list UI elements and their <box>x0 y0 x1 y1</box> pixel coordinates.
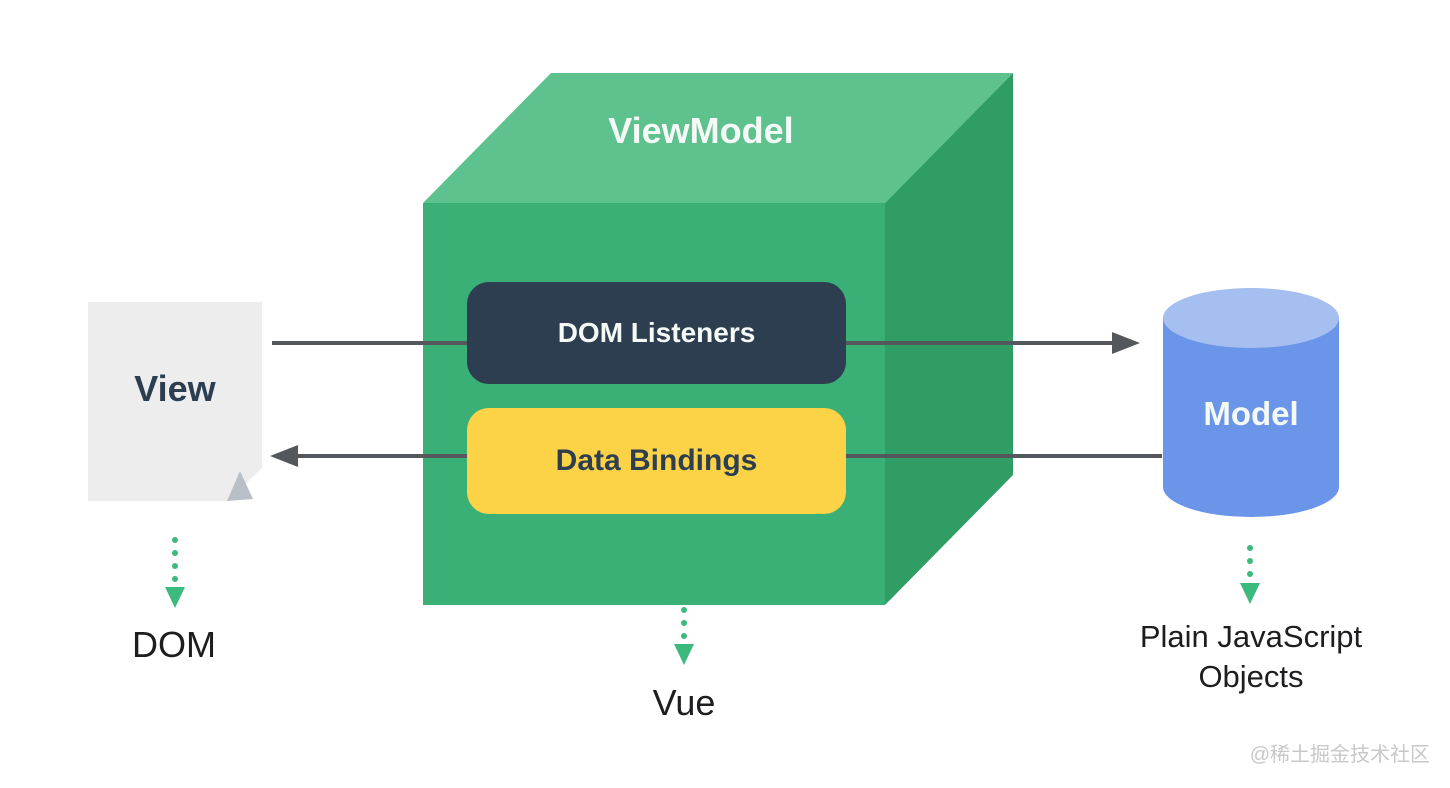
dom-target-label: DOM <box>132 624 216 665</box>
viewmodel-cube <box>423 73 1013 605</box>
dotted-arrow-viewmodel-to-vue <box>674 607 694 665</box>
data-bindings-label: Data Bindings <box>555 444 758 477</box>
dom-listeners-box <box>467 282 846 384</box>
dom-listeners-label: DOM Listeners <box>557 317 756 348</box>
cube-front-face <box>423 203 885 605</box>
dotted-arrow-model-to-objects <box>1240 545 1260 604</box>
model-database-icon <box>1163 288 1339 517</box>
viewmodel-title: ViewModel <box>608 110 794 151</box>
view-document-icon <box>88 302 262 501</box>
model-title: Model <box>1203 395 1299 432</box>
vue-target-label: Vue <box>652 682 716 723</box>
dotted-arrow-view-to-dom <box>165 537 185 608</box>
data-bindings-box <box>467 408 846 514</box>
cube-right-face <box>885 73 1013 605</box>
watermark: @稀土掘金技术社区 <box>1249 744 1430 766</box>
cube-top-face <box>423 73 1013 203</box>
plain-js-objects-label: Plain JavaScript Objects <box>1139 619 1363 694</box>
view-title: View <box>134 368 216 409</box>
